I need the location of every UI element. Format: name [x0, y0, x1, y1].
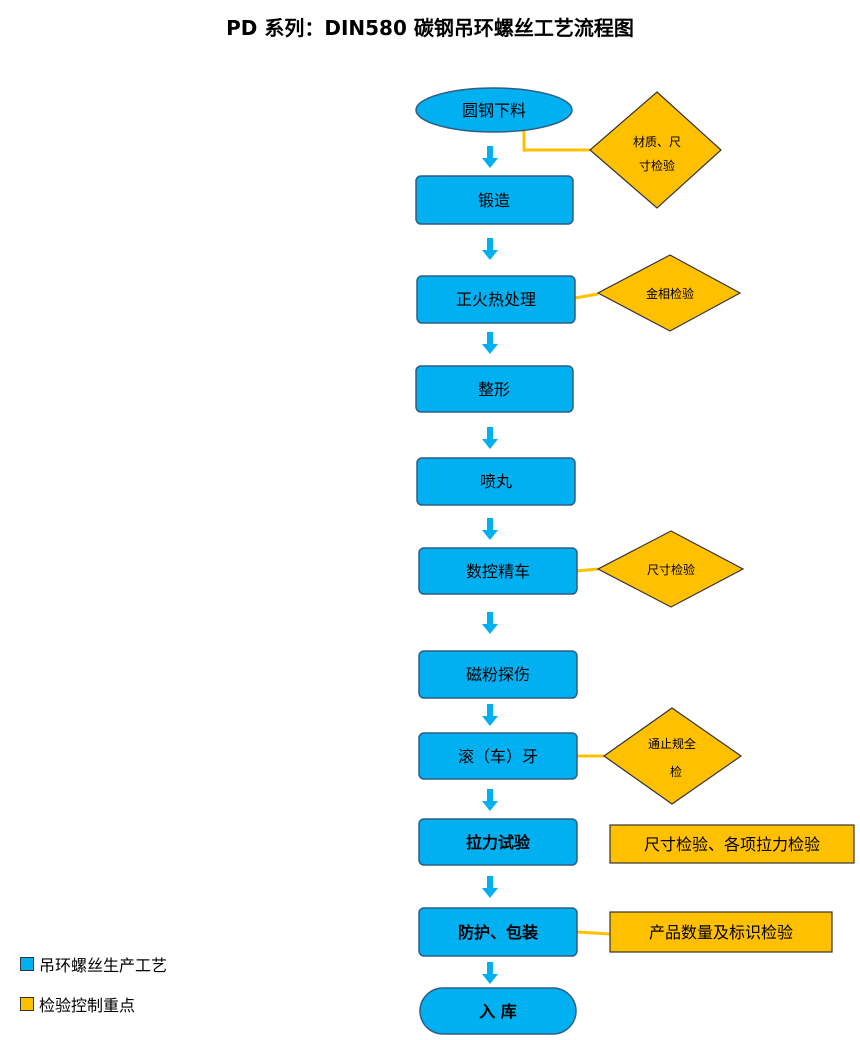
- connector-1: [522, 130, 590, 152]
- flow-arrow: [482, 146, 498, 168]
- check-diamond: [602, 707, 743, 805]
- check-label: 尺寸检验: [647, 562, 695, 577]
- flow-arrow: [482, 238, 498, 260]
- step-label: 喷丸: [480, 472, 512, 491]
- step-label: 正火热处理: [456, 290, 536, 309]
- step-box: [416, 457, 576, 506]
- check-label: 产品数量及标识检验: [649, 923, 793, 942]
- flow-arrow: [482, 612, 498, 634]
- legend-label: 检验控制重点: [39, 996, 136, 1015]
- step-label: 磁粉探伤: [466, 665, 530, 684]
- check-diamond: [589, 91, 722, 209]
- legend-swatch-orange: [20, 997, 34, 1011]
- step-label: 滚（车）牙: [458, 747, 538, 766]
- step-label: 防护、包装: [458, 923, 538, 942]
- step-start-oval: [415, 87, 573, 133]
- step-label: 数控精车: [466, 562, 530, 581]
- step-label: 圆钢下料: [462, 101, 526, 120]
- step-label: 入 库: [479, 1002, 517, 1021]
- legend-item-process: 吊环螺丝生产工艺: [20, 952, 167, 976]
- connector-2: [574, 292, 599, 300]
- page-title: PD 系列：DIN580 碳钢吊环螺丝工艺流程图: [226, 16, 634, 40]
- check-label: 金相检验: [646, 286, 694, 301]
- check-box: [609, 824, 855, 864]
- connector-3: [576, 567, 599, 573]
- check-label: 材质、尺: [633, 135, 681, 149]
- step-box: [418, 907, 578, 957]
- check-diamond: [596, 530, 745, 608]
- check-box: [609, 911, 833, 953]
- check-label: 通止规全: [648, 736, 696, 751]
- step-box: [415, 175, 574, 225]
- step-box: [416, 275, 576, 324]
- legend-label: 吊环螺丝生产工艺: [39, 956, 168, 975]
- flow-arrow: [482, 704, 498, 726]
- flow-arrow: [482, 962, 498, 984]
- flow-arrow: [482, 518, 498, 540]
- check-label: 检: [670, 764, 682, 779]
- step-box: [418, 818, 578, 866]
- step-label: 拉力试验: [466, 833, 531, 852]
- step-end-terminal: [419, 987, 577, 1035]
- flow-arrow: [482, 427, 498, 449]
- connector-5: [576, 930, 611, 936]
- step-label: 整形: [478, 380, 510, 399]
- flow-arrow: [482, 332, 498, 354]
- legend-swatch-blue: [20, 957, 34, 971]
- step-box: [418, 547, 578, 595]
- step-box: [418, 650, 578, 699]
- flow-arrow: [482, 789, 498, 811]
- check-label: 寸检验: [639, 158, 675, 173]
- flow-arrows: [482, 146, 498, 984]
- step-box: [415, 365, 574, 413]
- check-diamond: [596, 254, 742, 332]
- legend-item-check: 检验控制重点: [20, 992, 135, 1016]
- step-label: 锻造: [478, 191, 510, 210]
- check-connectors: [522, 130, 611, 936]
- step-box: [418, 732, 578, 780]
- flow-arrow: [482, 876, 498, 898]
- check-label: 尺寸检验、各项拉力检验: [644, 835, 820, 854]
